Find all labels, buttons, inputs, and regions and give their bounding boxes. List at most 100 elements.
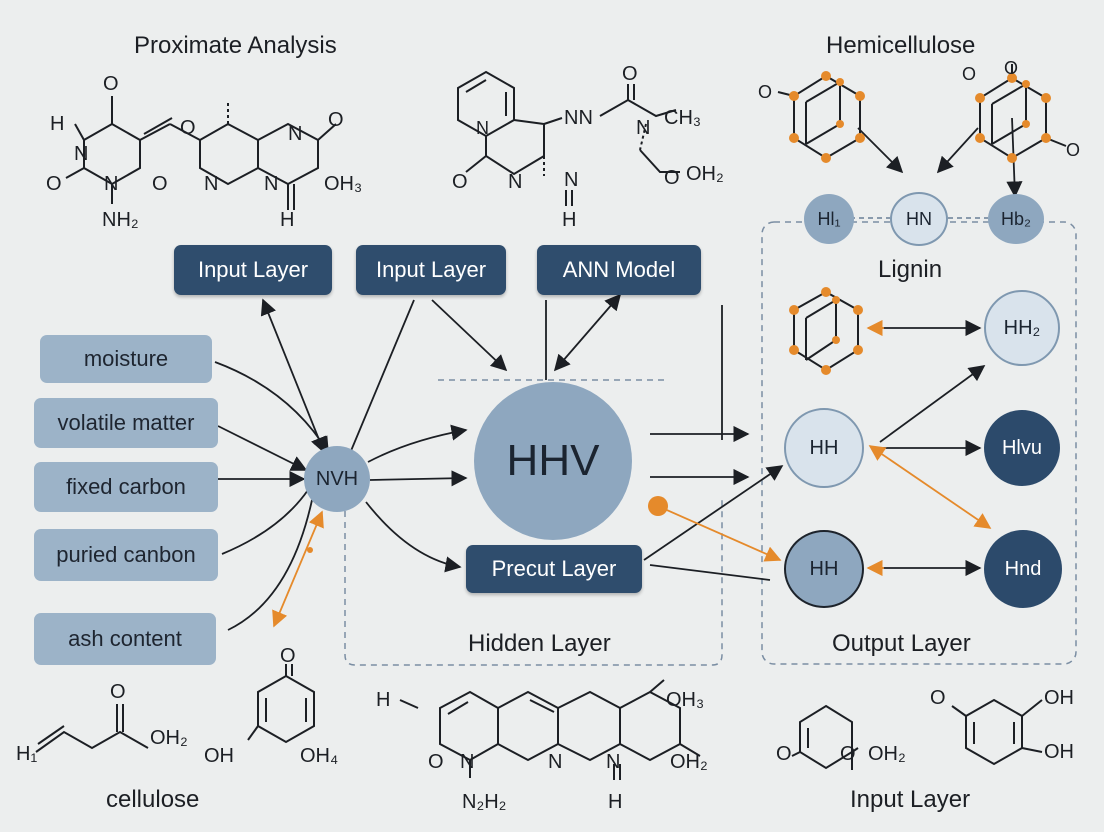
hemi-o-4: O — [1066, 140, 1080, 160]
m1-t13: OH₃ — [324, 173, 362, 195]
arrow-nvh-precut — [365, 501, 462, 573]
title-hemicellulose: Hemicellulose — [826, 32, 976, 59]
input-layer-box-2[interactable]: Input Layer — [356, 245, 506, 295]
input-layer-box-1[interactable]: Input Layer — [174, 245, 332, 295]
hemicellulose-structure-1 — [777, 74, 861, 160]
br-t4: OH — [1044, 687, 1074, 709]
m2-t10: OH₂ — [686, 163, 724, 185]
line-precut-low — [649, 564, 771, 581]
orange-dot-small — [307, 547, 313, 553]
hemi-o-3: O — [1004, 58, 1018, 78]
hlvu-node[interactable]: Hlvu — [984, 410, 1060, 486]
bm-t0: H — [376, 689, 390, 711]
arrow-input2-hhv — [431, 299, 508, 372]
hb2-node[interactable]: Hb₂ — [988, 194, 1044, 244]
title-lignin: Lignin — [878, 256, 943, 283]
cellulose-mol-1-bonds — [35, 704, 149, 753]
bm-t5: N — [606, 751, 620, 773]
hl1-node[interactable]: Hl₁ — [804, 194, 854, 244]
input-ash-content[interactable]: ash content — [34, 613, 216, 665]
m2-t9: O — [664, 167, 680, 189]
bm-t2: O — [428, 751, 444, 773]
precut-layer-box[interactable]: Precut Layer — [466, 545, 642, 593]
arrow-volatile-nvh — [217, 425, 308, 471]
m1-t1: H — [50, 113, 64, 135]
cellulose-mol-2-bonds — [247, 664, 315, 744]
arrow-ann-hhv — [553, 293, 622, 372]
arrow-nvh-hhv — [367, 424, 468, 463]
m1-t0: O — [103, 73, 119, 95]
m1-t7: O — [152, 173, 168, 195]
input-puried-canbon[interactable]: puried canbon — [34, 529, 218, 581]
ann-model-box[interactable]: ANN Model — [537, 245, 701, 295]
hhv-node[interactable]: HHV — [474, 382, 632, 540]
m2-t3: NN — [564, 107, 593, 129]
cel2-t2: OH₄ — [300, 745, 338, 767]
m1-t6: O — [180, 117, 196, 139]
m2-t5: N — [636, 117, 650, 139]
cel1-t1: H₁ — [16, 743, 37, 765]
lignin-structure — [793, 290, 859, 372]
hn-node[interactable]: HN — [890, 192, 948, 246]
hemicellulose-structure-2 — [979, 64, 1067, 160]
m1-t12: O — [328, 109, 344, 131]
m1-t4: N — [104, 173, 118, 195]
orange-arrow-ash — [272, 510, 324, 628]
bm-t7: N₂H₂ — [462, 791, 506, 813]
br-t0: O — [776, 743, 792, 765]
cel1-t2: OH₂ — [150, 727, 188, 749]
bm-t3: N — [460, 751, 474, 773]
bm-t4: N — [548, 751, 562, 773]
nvh-node[interactable]: NVH — [304, 446, 370, 512]
arrow-hemi2-hn — [936, 127, 979, 174]
title-proximate-analysis: Proximate Analysis — [134, 32, 337, 59]
molecule-1-bonds — [65, 96, 337, 210]
hh2-node[interactable]: HH₂ — [984, 290, 1060, 366]
title-output-layer: Output Layer — [832, 630, 971, 657]
bottom-right-molecule-bonds — [791, 698, 1043, 770]
arrow-nvh-hhv-2 — [369, 470, 468, 487]
m1-t8: N — [204, 173, 218, 195]
arrow-input1-nvh — [260, 298, 327, 454]
orange-arrow-hh-hnd — [868, 445, 992, 529]
m1-t2: N — [74, 143, 88, 165]
hh-mid-node[interactable]: HH — [784, 408, 864, 488]
input-moisture[interactable]: moisture — [40, 335, 212, 383]
m1-t9: N — [264, 173, 278, 195]
title-input-layer-bottom: Input Layer — [850, 786, 971, 813]
title-hidden-layer: Hidden Layer — [468, 630, 611, 657]
arrow-hh-hh2 — [879, 365, 986, 443]
bottom-molecule-bonds — [399, 679, 701, 780]
bm-t1: OH₃ — [666, 689, 704, 711]
m1-t3: O — [46, 173, 62, 195]
orange-arrow-dot-hh — [659, 506, 782, 562]
br-t3: O — [930, 687, 946, 709]
hidden-layer-frame — [344, 379, 723, 666]
hemi-o-2: O — [962, 64, 976, 84]
m2-t0: N — [476, 118, 489, 138]
m2-t7: N — [564, 169, 578, 191]
orange-dot-hidden — [648, 496, 668, 516]
input-volatile-matter[interactable]: volatile matter — [34, 398, 218, 448]
m2-t8: H — [562, 209, 576, 231]
m2-t4: O — [622, 63, 638, 85]
cel2-t0: O — [280, 645, 296, 667]
hh-low-node[interactable]: HH — [784, 530, 864, 608]
input-fixed-carbon[interactable]: fixed carbon — [34, 462, 218, 512]
bm-t6: OH₂ — [670, 751, 708, 773]
hemi-o-1: O — [758, 82, 772, 102]
m1-t5: NH₂ — [102, 209, 139, 231]
title-cellulose: cellulose — [106, 786, 200, 813]
br-t2: OH₂ — [868, 743, 906, 765]
br-t5: OH — [1044, 741, 1074, 763]
m1-t11: N — [288, 123, 302, 145]
m1-t10: H — [280, 209, 294, 231]
bm-t8: H — [608, 791, 622, 813]
arrow-moisture-nvh — [214, 361, 329, 454]
arrow-precut-hh — [643, 465, 784, 561]
br-t1: O — [840, 743, 856, 765]
hnd-node[interactable]: Hnd — [984, 530, 1062, 608]
line-input2-nvh — [347, 299, 415, 459]
